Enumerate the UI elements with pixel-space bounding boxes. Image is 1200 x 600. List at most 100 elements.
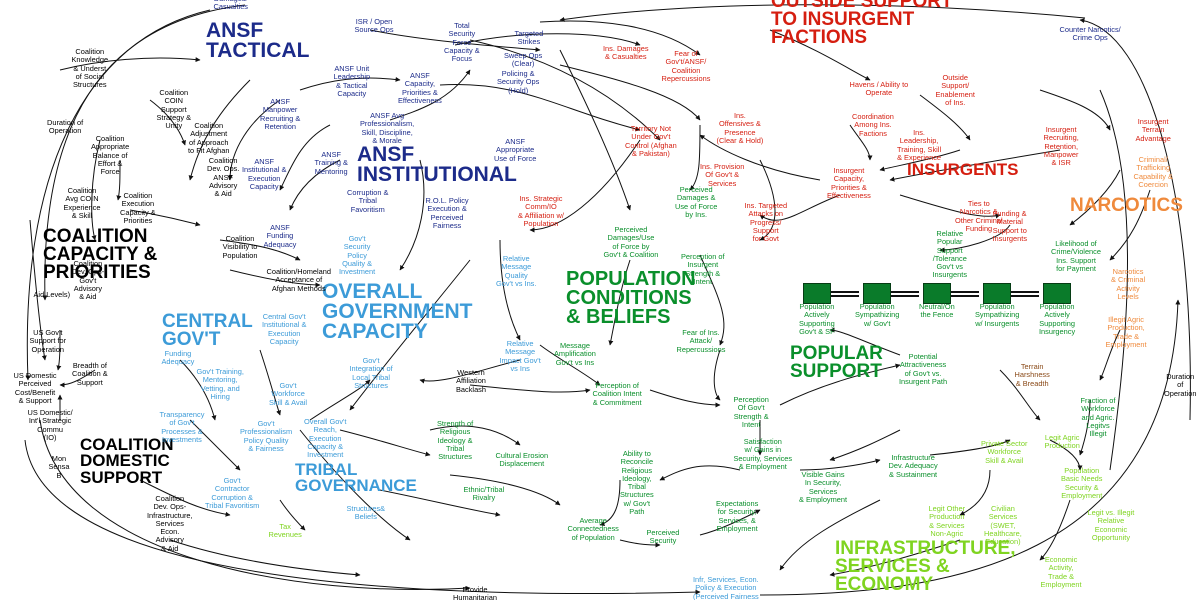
node-coalition-homeland: Coalition/Homeland Acceptance of Afghan … (266, 267, 332, 293)
edge (939, 224, 1011, 253)
node-coalition-avg-coin: Coalition Avg COIN Experience & Skill (63, 186, 101, 220)
node-narcotics-criminal: Narcotics & Criminal Activity Levels (1111, 267, 1146, 301)
edge (299, 429, 411, 541)
node-coalition-dev-infra: Coalition Dev. Ops- Infrastructure, Serv… (147, 494, 193, 553)
node-breadth-coalition: Breadth of Coalition & Support (72, 361, 108, 387)
edge (929, 439, 1011, 456)
edge (799, 458, 881, 471)
node-isr-open-source: ISR / Open Source Ops (354, 17, 394, 35)
edge (699, 254, 725, 346)
edge (439, 83, 641, 132)
node-strength-religious: Strength of Religious Ideology & Tribal … (437, 419, 474, 462)
edge (559, 49, 631, 211)
node-expectations-security: Expectations for Security, Services, & E… (716, 499, 759, 533)
node-coalition-knowledge: Coalition Knowledge & Underst of Social … (71, 47, 109, 90)
node-perceived-damages-use: Perceived Damages & Use of Force by Ins. (675, 185, 718, 219)
node-ansf-manpower: ANSF Manpower Recruiting & Retention (260, 97, 301, 131)
node-western-affiliation: Western Affiliation Backlash (456, 368, 486, 394)
node-coalition-dev-govt: Coalition Dev. Ops- Gov't Advisory & Aid (71, 259, 105, 302)
edge (1109, 189, 1151, 261)
edge (659, 465, 741, 481)
node-ansf-funding: ANSF Funding Adequacy (263, 223, 297, 249)
node-perception-govt-strength: Perception Of Gov't Strength & Intent (733, 395, 769, 429)
node-govt-contractor: Gov't Contractor Corruption & Tribal Fav… (205, 476, 260, 510)
edge (259, 349, 281, 416)
node-total-security-force: Total Security Force Capacity & Focus (444, 21, 480, 64)
edge (1069, 169, 1121, 226)
edge (449, 474, 561, 506)
stock-box-4 (983, 283, 1011, 304)
section-tribal-governance: TRIBAL GOVERNANCE (295, 460, 417, 496)
node-economic-activity: Economic Activity, Trade & Employment (1040, 555, 1082, 589)
node-coalition-coin: Coalition COIN Support Strategy & Unity (156, 88, 192, 131)
edge (829, 327, 901, 356)
section-coalition-domestic: COALITION DOMESTIC SUPPORT (80, 435, 174, 487)
edge (454, 33, 641, 46)
node-terrain-harshness: Terrain Harshness & Breadth (1014, 362, 1050, 388)
node-relative-message-quality: Relative Message Quality Gov't vs Ins. (496, 254, 537, 288)
section-overall-gov: OVERALL GOVERNMENT CAPACITY (322, 280, 473, 344)
node-counter-narcotics: Counter Narcotics/ Crime Ops (1059, 25, 1121, 43)
node-duration-operation-left: Duration of Operation (47, 118, 84, 136)
node-legit-vs-illegit: Legit vs. Illegit Relative Economic Oppo… (1087, 508, 1135, 542)
node-govt-training: Gov't Training, Mentoring, Vetting, and … (196, 367, 244, 401)
edge (349, 259, 471, 411)
edge (42, 4, 246, 301)
node-ethnic-tribal-rivalry: Ethnic/Tribal Rivalry (463, 485, 505, 503)
edge (959, 469, 991, 516)
stock-box-2 (863, 283, 891, 304)
node-population-basic-needs: Population Basic Needs Security & Employ… (1061, 466, 1103, 500)
node-civilian-services: Civilian Services (SWET, Healthcare, Edu… (984, 504, 1022, 547)
stock-label-3: Neutral/On the Fence (919, 302, 955, 320)
edge (759, 159, 776, 241)
node-mon-sensa: Mon Sensa B (48, 454, 70, 480)
edge (59, 57, 201, 71)
edge (1099, 89, 1128, 471)
node-infr-services-econ: Infr, Services, Econ. Policy & Execution… (693, 575, 759, 600)
node-ansf-institutional-capacity: ANSF Institutional & Execution Capacity (242, 157, 287, 191)
edge (649, 389, 721, 408)
node-infrastructure-adequacy: Infrastructure Dev. Adequacy & Sustainme… (888, 453, 938, 479)
node-territory-not-under: Territory Not Under Gov't Control (Afgha… (625, 124, 677, 158)
section-ansf-tactical: ANSF TACTICAL (206, 19, 310, 63)
node-ansf-capacity-priorities: ANSF Capacity, Priorities & Effectivenes… (398, 71, 442, 105)
node-rol-policy: R.O.L. Policy Execution & Perceived Fair… (425, 196, 469, 230)
node-coalition-dev-ansf: Coalition Dev. Ops. ANSF Advisory & Aid (207, 156, 240, 199)
edge (59, 369, 96, 388)
node-fear-ins-attack: Fear of Ins. Attack/ Repercussions (676, 328, 726, 354)
edge (779, 499, 881, 571)
node-average-connectedness: Average Connectedness of Population (567, 516, 619, 542)
edge (429, 425, 521, 446)
edge (539, 344, 601, 386)
edge (879, 149, 961, 172)
section-ansf-institutional: ANSF INSTITUTIONAL (357, 143, 517, 187)
section-coalition-capacity: COALITION CAPACITY & PRIORITIES (43, 226, 158, 284)
node-ins-strategic-comm: Ins. Strategic Comm/IO & Affiliation w/ … (518, 194, 564, 228)
edge (1039, 499, 1071, 561)
edge (116, 159, 122, 201)
section-outside-support: OUTSIDE SUPPORT TO INSURGENT FACTIONS (771, 0, 953, 49)
edge (469, 384, 591, 394)
edge (689, 124, 701, 191)
edge (189, 419, 241, 471)
node-transparency: Transparency of Gov't Processes & Invest… (159, 410, 205, 444)
stock-box-5 (1043, 283, 1071, 304)
node-coalition-execution: Coalition Execution Capacity & Prioritie… (120, 191, 156, 225)
edge (619, 539, 661, 548)
edge (399, 159, 425, 271)
edge (529, 139, 641, 233)
node-perception-insurgent: Perception of Insurgent Strength & Inten… (681, 252, 725, 286)
edge (309, 379, 371, 421)
node-govt-workforce: Gov't Workforce Skill & Avail (269, 381, 308, 407)
stock-label-2: Population Sympathizing w/ Gov't (855, 302, 900, 328)
node-provide-humanitarian: Provide Humanitarian (453, 585, 497, 600)
node-damages-casualties-top: Damages/ Casualties (213, 0, 249, 12)
edge (56, 329, 62, 371)
node-funding-adequacy: Funding Adequacy (161, 349, 195, 367)
edge (769, 29, 871, 81)
node-ansf-appropriate-force: ANSF Appropriate Use of Force (494, 137, 537, 163)
node-structures-beliefs: Structures& Beliefs (346, 504, 386, 522)
edge (759, 194, 841, 221)
node-central-govt-institutional: Central Gov't Institutional & Execution … (262, 312, 307, 346)
node-tax-revenues: Tax Revenues (268, 522, 302, 540)
